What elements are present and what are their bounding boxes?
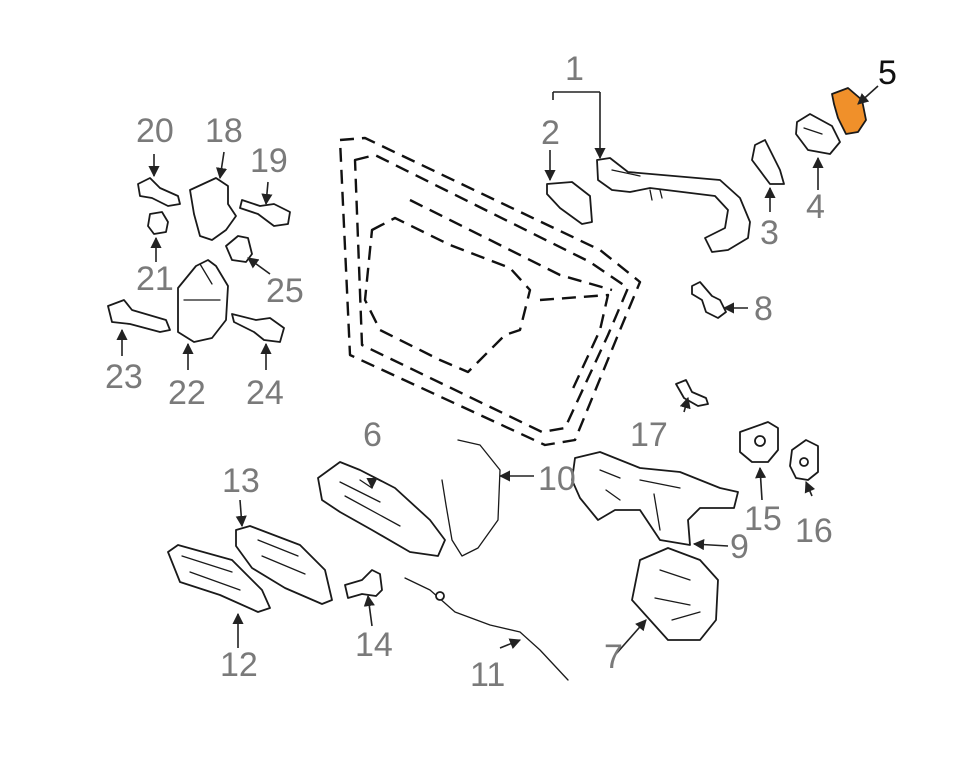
callout-labels: 1 2 3 4 5 6 7 8 9 10 11 12 13 14 15 16 1… [105,50,897,694]
regulator-bracket-9 [571,451,739,546]
callout-20: 20 [136,112,174,150]
screw-17 [675,379,709,407]
inner-handle-base-6 [317,461,446,557]
callout-2: 2 [541,114,560,152]
callout-24: 24 [246,374,284,412]
callout-4: 4 [806,188,825,226]
door-panel-outline [338,136,642,447]
callout-7: 7 [604,638,623,676]
bolt-20 [137,177,181,207]
callout-17: 17 [630,416,668,454]
bolt-19 [239,199,291,227]
callout-16: 16 [795,512,833,550]
cable-11 [404,577,569,681]
leader-lines [116,85,879,655]
callout-18: 18 [205,112,243,150]
callout-23: 23 [105,358,143,396]
cap-gasket-4 [795,113,841,155]
inner-handle-12 [167,544,271,613]
callout-22: 22 [168,374,206,412]
lock-actuator-7 [631,547,719,641]
cap-25 [225,235,253,263]
callout-11: 11 [470,656,505,694]
bolt-23 [107,299,171,333]
callout-1: 1 [565,50,584,88]
callout-12: 12 [220,646,258,684]
callout-14: 14 [355,626,393,664]
outside-door-handle [596,157,751,253]
plate-15 [739,421,779,463]
callout-10: 10 [538,460,576,498]
callout-6: 6 [363,416,382,454]
handle-gasket [546,181,593,225]
callout-8: 8 [754,290,773,328]
callout-25: 25 [266,272,304,310]
striker-22 [177,259,229,343]
callout-19: 19 [250,142,288,180]
callout-5: 5 [878,54,897,92]
callout-3: 3 [760,214,779,252]
screw-8 [691,281,727,319]
callout-21: 21 [136,260,174,298]
handle-bezel-13 [235,525,333,605]
bolt-14 [344,569,383,599]
bracket-18 [189,177,237,241]
cap-21 [147,211,169,235]
plate-16 [789,439,819,481]
bolt-24 [231,313,285,343]
rod-10 [441,439,501,557]
callout-15: 15 [744,500,782,538]
callout-9: 9 [730,528,749,566]
callout-13: 13 [222,462,260,500]
handle-cap-highlighted [831,87,867,135]
cap-gasket-3 [751,139,785,185]
